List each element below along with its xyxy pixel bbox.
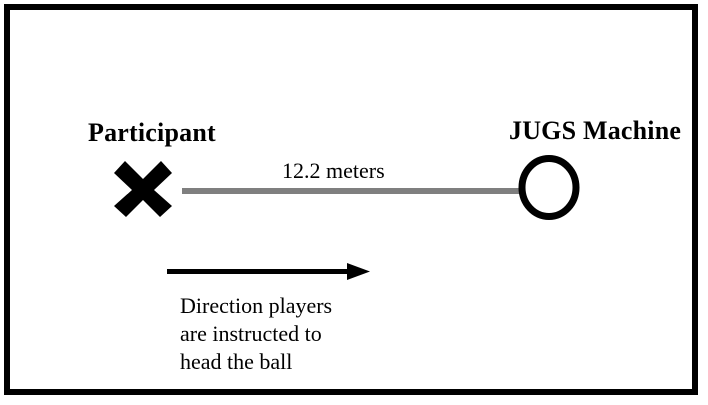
figure-border: Participant 12.2 meters JUGS Machine <box>4 4 698 395</box>
participant-label: Participant <box>88 118 216 147</box>
direction-caption-line-2: are instructed to <box>180 321 322 346</box>
direction-caption-line-1: Direction players <box>180 293 333 318</box>
jugs-machine-label: JUGS Machine <box>509 116 682 145</box>
circle-outline-icon <box>518 155 580 220</box>
direction-caption: Direction players are instructed to head… <box>180 292 332 376</box>
right-arrow-icon <box>167 258 372 284</box>
distance-label: 12.2 meters <box>282 158 385 183</box>
x-mark-icon <box>114 161 172 217</box>
direction-caption-line-3: head the ball <box>180 349 293 374</box>
distance-connector-line <box>182 188 522 194</box>
